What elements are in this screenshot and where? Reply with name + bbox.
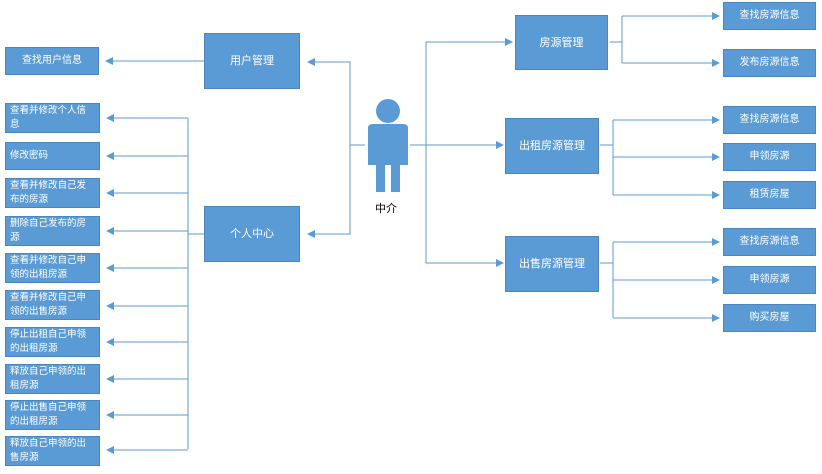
sale-item: 购买房屋	[723, 304, 816, 332]
house-item: 发布房源信息	[723, 49, 816, 77]
rent-mgmt-node: 出租房源管理	[505, 118, 599, 174]
center-label: 中介	[375, 202, 397, 215]
house-item: 查找房源信息	[723, 2, 816, 30]
personal-item: 删除自己发布的房源	[5, 216, 100, 246]
sale-item: 申领房源	[723, 266, 816, 294]
house-mgmt-node: 房源管理	[515, 15, 608, 70]
personal-item: 查看并修改自己发布的房源	[5, 178, 100, 208]
personal-item: 查看并修改自己申领的出售房源	[5, 290, 100, 320]
personal-item: 释放自己申领的出租房源	[5, 364, 100, 394]
sale-item: 查找房源信息	[723, 228, 816, 256]
rent-item: 查找房源信息	[723, 106, 816, 134]
person-icon	[368, 99, 408, 192]
user-query-node: 查找用户信息	[5, 47, 99, 75]
rent-item: 申领房源	[723, 143, 816, 171]
personal-item: 查看并修改个人信息	[5, 103, 100, 133]
sale-mgmt-node: 出售房源管理	[505, 236, 599, 292]
personal-item: 停止出售自己申领的出租房源	[5, 400, 100, 430]
personal-item: 停止出租自己申领的出租房源	[5, 327, 100, 357]
personal-item: 释放自己申领的出售房源	[5, 436, 100, 466]
rent-item: 租赁房屋	[723, 181, 816, 209]
personal-center-node: 个人中心	[204, 206, 300, 262]
personal-item: 修改密码	[5, 142, 100, 170]
personal-item: 查看并修改自己申领的出租房源	[5, 253, 100, 283]
user-mgmt-node: 用户管理	[204, 33, 300, 89]
